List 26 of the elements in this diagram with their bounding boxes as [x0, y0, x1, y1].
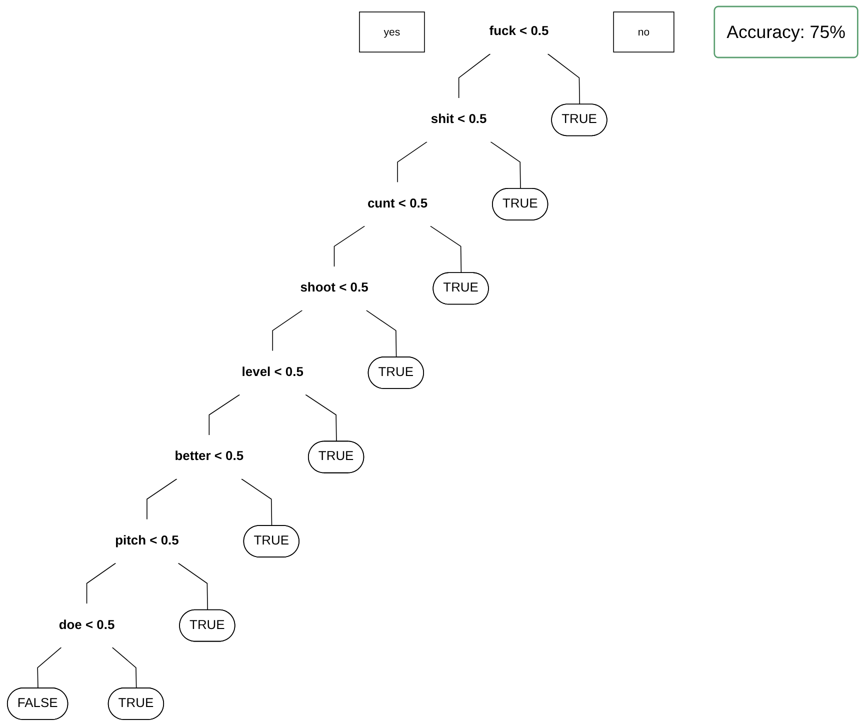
node-box: yes	[359, 12, 425, 52]
connector	[37, 647, 62, 689]
connector	[241, 478, 272, 526]
connector	[366, 310, 397, 358]
connector	[305, 394, 337, 442]
node-text: cunt < 0.5	[367, 196, 428, 211]
connector	[547, 53, 580, 105]
node-text: doe < 0.5	[58, 618, 115, 632]
node-text: shoot < 0.5	[300, 281, 368, 295]
connector	[458, 53, 491, 98]
node-text: pitch < 0.5	[115, 534, 179, 548]
connector	[112, 647, 137, 689]
connector	[430, 226, 462, 274]
connector	[334, 226, 366, 267]
connector	[272, 310, 303, 352]
node-text: level < 0.5	[242, 365, 304, 380]
node-box: no	[613, 12, 674, 52]
connector	[397, 141, 428, 183]
connector	[146, 478, 178, 520]
connector	[490, 141, 521, 190]
node-text: shit < 0.5	[430, 112, 487, 126]
connector	[86, 562, 116, 604]
connector	[208, 394, 240, 436]
node-text: better < 0.5	[174, 450, 244, 464]
node-text: fuck < 0.5	[489, 24, 549, 38]
connector	[178, 562, 208, 611]
